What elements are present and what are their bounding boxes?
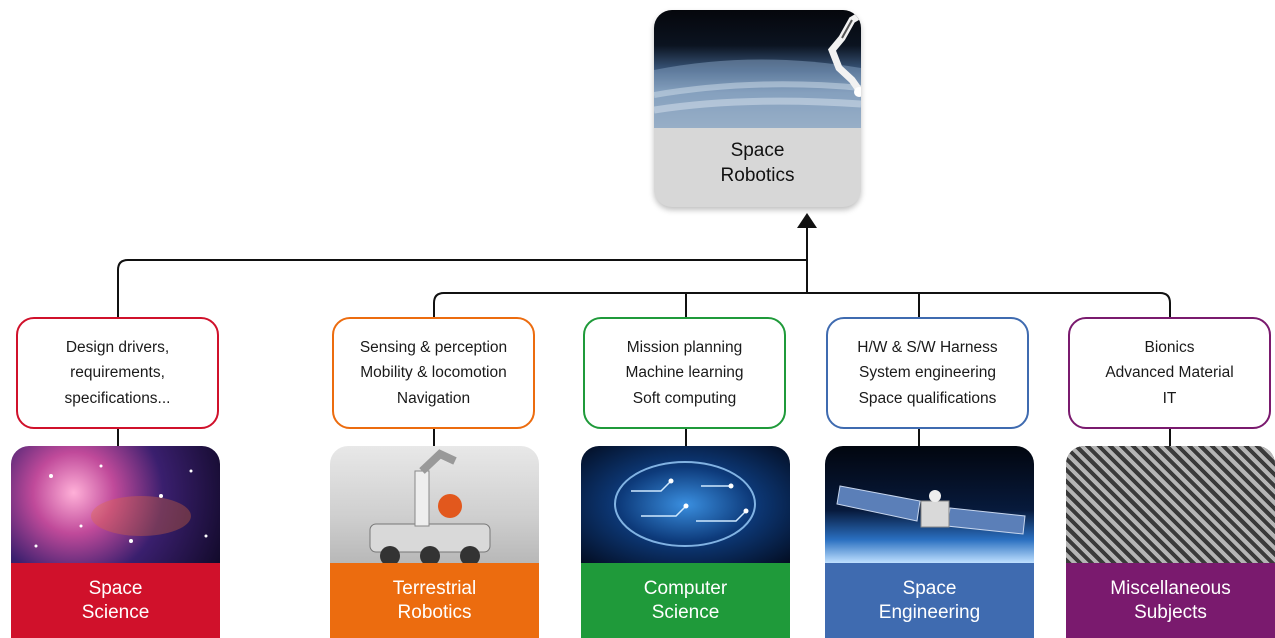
- topic-line: Bionics: [1144, 338, 1195, 356]
- topic-line: Soft computing: [632, 389, 737, 407]
- bus-space-science: [117, 259, 807, 317]
- category-label-line: Computer: [643, 577, 728, 599]
- satellite-image: [825, 446, 1034, 563]
- topic-line: Mobility & locomotion: [360, 364, 507, 382]
- category-label-line: Science: [651, 601, 720, 623]
- nebula-image: [11, 446, 220, 563]
- root-label-line-2: Robotics: [720, 165, 795, 186]
- category-label-terrestrial-robotics: Terrestrial Robotics: [330, 563, 539, 638]
- category-label-miscellaneous: Miscellaneous Subjects: [1066, 563, 1275, 638]
- category-label-space-engineering: Space Engineering: [825, 563, 1034, 638]
- topic-line: System engineering: [859, 364, 996, 382]
- category-label-line: Space: [902, 577, 957, 599]
- topic-line: Sensing & perception: [359, 338, 508, 356]
- topic-box-space-engineering: H/W & S/W Harness System engineering Spa…: [826, 317, 1029, 429]
- topic-box-computer-science: Mission planning Machine learning Soft c…: [583, 317, 786, 429]
- category-label-computer-science: Computer Science: [581, 563, 790, 638]
- category-label-line: Terrestrial: [392, 577, 477, 599]
- category-card-space-science: Space Science: [11, 446, 220, 638]
- topic-line: Machine learning: [625, 364, 744, 382]
- category-card-computer-science: Computer Science: [581, 446, 790, 638]
- category-card-space-engineering: Space Engineering: [825, 446, 1034, 638]
- mobile-robot-image: [330, 446, 539, 563]
- topic-line: Navigation: [396, 389, 471, 407]
- topic-box-miscellaneous: Bionics Advanced Material IT: [1068, 317, 1271, 429]
- robotic-arm-icon: [654, 10, 861, 128]
- category-label-line: Robotics: [397, 601, 472, 623]
- category-card-miscellaneous: Miscellaneous Subjects: [1066, 446, 1275, 638]
- bus-main: [433, 292, 1171, 317]
- category-label-line: Science: [81, 601, 150, 623]
- category-card-terrestrial-robotics: Terrestrial Robotics: [330, 446, 539, 638]
- topic-line: Design drivers,: [65, 338, 170, 356]
- root-card-space-robotics: Space Robotics: [654, 10, 861, 207]
- category-label-line: Engineering: [878, 601, 981, 623]
- category-label-line: Subjects: [1134, 601, 1207, 623]
- topic-line: requirements,: [70, 364, 165, 382]
- topic-line: H/W & S/W Harness: [857, 338, 998, 356]
- topic-line: IT: [1162, 389, 1177, 407]
- circuit-brain-image: [581, 446, 790, 563]
- topic-box-space-science: Design drivers, requirements, specificat…: [16, 317, 219, 429]
- arrow-head: [797, 213, 817, 228]
- topic-line: specifications...: [64, 389, 171, 407]
- root-label-line-1: Space: [730, 140, 785, 161]
- topic-line: Mission planning: [626, 338, 743, 356]
- category-label-line: Miscellaneous: [1110, 577, 1231, 599]
- space-station-arm-image: [654, 10, 861, 128]
- topic-box-terrestrial-robotics: Sensing & perception Mobility & locomoti…: [332, 317, 535, 429]
- root-label: Space Robotics: [654, 138, 861, 188]
- topic-line: Space qualifications: [858, 389, 997, 407]
- category-label-space-science: Space Science: [11, 563, 220, 638]
- carbon-fibre-image: [1066, 446, 1275, 563]
- category-label-line: Space: [88, 577, 143, 599]
- topic-line: Advanced Material: [1105, 364, 1234, 382]
